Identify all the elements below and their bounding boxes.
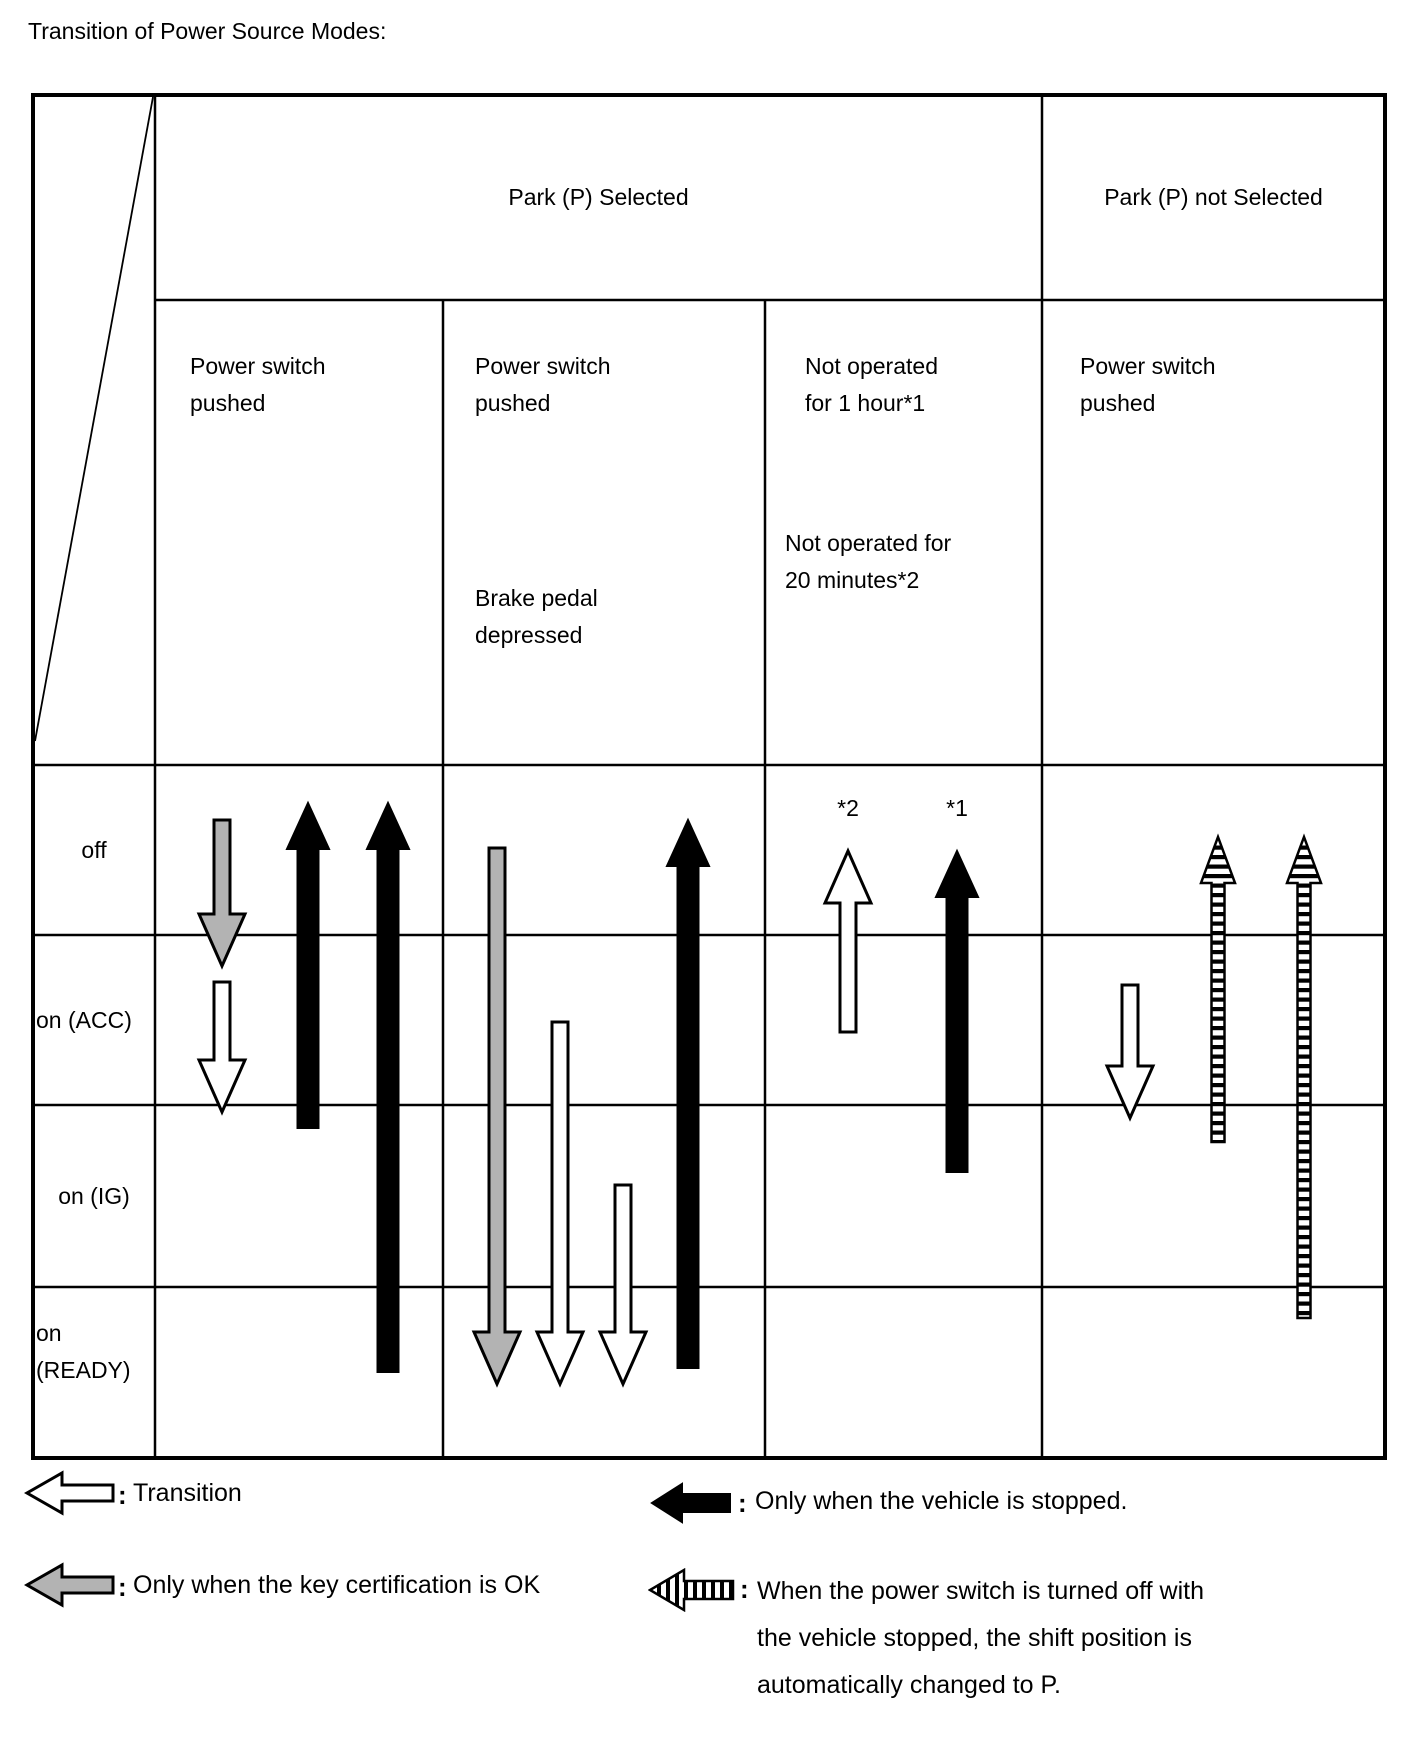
- header-park-selected-label: Park (P) Selected: [508, 184, 689, 210]
- striped-up-ready-to-off-col-d-arrow: [1285, 833, 1323, 1320]
- legend-black-arrow-icon: [650, 1482, 731, 1524]
- header-park-not-selected: Park (P) not Selected: [1042, 95, 1385, 300]
- black-up-ready-to-off-col-a-arrow: [365, 800, 411, 1373]
- page-title: Transition of Power Source Modes:: [28, 18, 387, 44]
- row-label-on-ready: on (READY): [36, 1320, 131, 1383]
- transition-arrows: [196, 800, 1323, 1388]
- white-up-acc-to-off-col-c-arrow: [822, 847, 874, 1034]
- col-a-condition: Power switch pushed: [190, 353, 326, 416]
- legend-gray-colon: :: [118, 1572, 127, 1602]
- col-c-condition-2: Not operated for 20 minutes*2: [785, 530, 952, 593]
- col-c-condition-1: Not operated for 1 hour*1: [805, 353, 938, 416]
- legend-transition-arrow-icon: [24, 1470, 115, 1516]
- legend-black-label: Only when the vehicle is stopped.: [755, 1487, 1128, 1515]
- black-up-ig-to-off-col-c-arrow: [934, 848, 980, 1173]
- legend-striped-arrow-icon: [648, 1568, 735, 1612]
- legend-striped-label: When the power switch is turned off with…: [757, 1577, 1204, 1699]
- legend-transition-label: Transition: [133, 1479, 242, 1507]
- row-label-on-ig: on (IG): [33, 1105, 155, 1287]
- legend-transition-colon: :: [118, 1480, 127, 1510]
- black-up-ig-to-off-col-a-arrow: [285, 800, 331, 1129]
- gray-down-off-to-ready-col-b-arrow: [471, 846, 523, 1388]
- annotation-star2: *2: [837, 795, 859, 821]
- white-down-acc-to-ready-col-b-arrow: [534, 1020, 586, 1388]
- black-up-ready-to-off-col-b-arrow: [665, 817, 711, 1369]
- row-label-off: off: [33, 765, 155, 935]
- row-label-on-ig-text: on (IG): [58, 1182, 130, 1209]
- striped-up-ig-to-off-col-d-arrow: [1199, 833, 1237, 1144]
- row-label-on-acc: on (ACC): [36, 935, 155, 1105]
- diagonal-line: [34, 96, 154, 742]
- row-label-on-acc-text: on (ACC): [36, 1006, 132, 1033]
- legend-black-colon: :: [738, 1488, 747, 1518]
- col-b-condition-2: Brake pedal depressed: [475, 585, 598, 648]
- col-d-condition: Power switch pushed: [1080, 353, 1216, 416]
- legend-striped-colon: :: [740, 1574, 749, 1604]
- white-down-acc-to-ig-col-d-arrow: [1104, 983, 1156, 1122]
- annotation-star1: *1: [946, 795, 968, 821]
- col-b-condition-1: Power switch pushed: [475, 353, 611, 416]
- legend-gray-arrow-icon: [24, 1562, 115, 1608]
- white-down-acc-to-ig-col-a-arrow: [196, 980, 248, 1116]
- header-park-selected: Park (P) Selected: [155, 95, 1042, 300]
- white-down-ig-to-ready-col-b-arrow: [597, 1183, 649, 1388]
- table-outer-border: [31, 93, 1387, 1460]
- header-park-not-selected-label: Park (P) not Selected: [1104, 184, 1323, 210]
- row-label-off-text: off: [81, 836, 107, 863]
- legend-gray-label: Only when the key certification is OK: [133, 1571, 541, 1599]
- gray-down-off-to-acc-col-a-arrow: [196, 818, 248, 970]
